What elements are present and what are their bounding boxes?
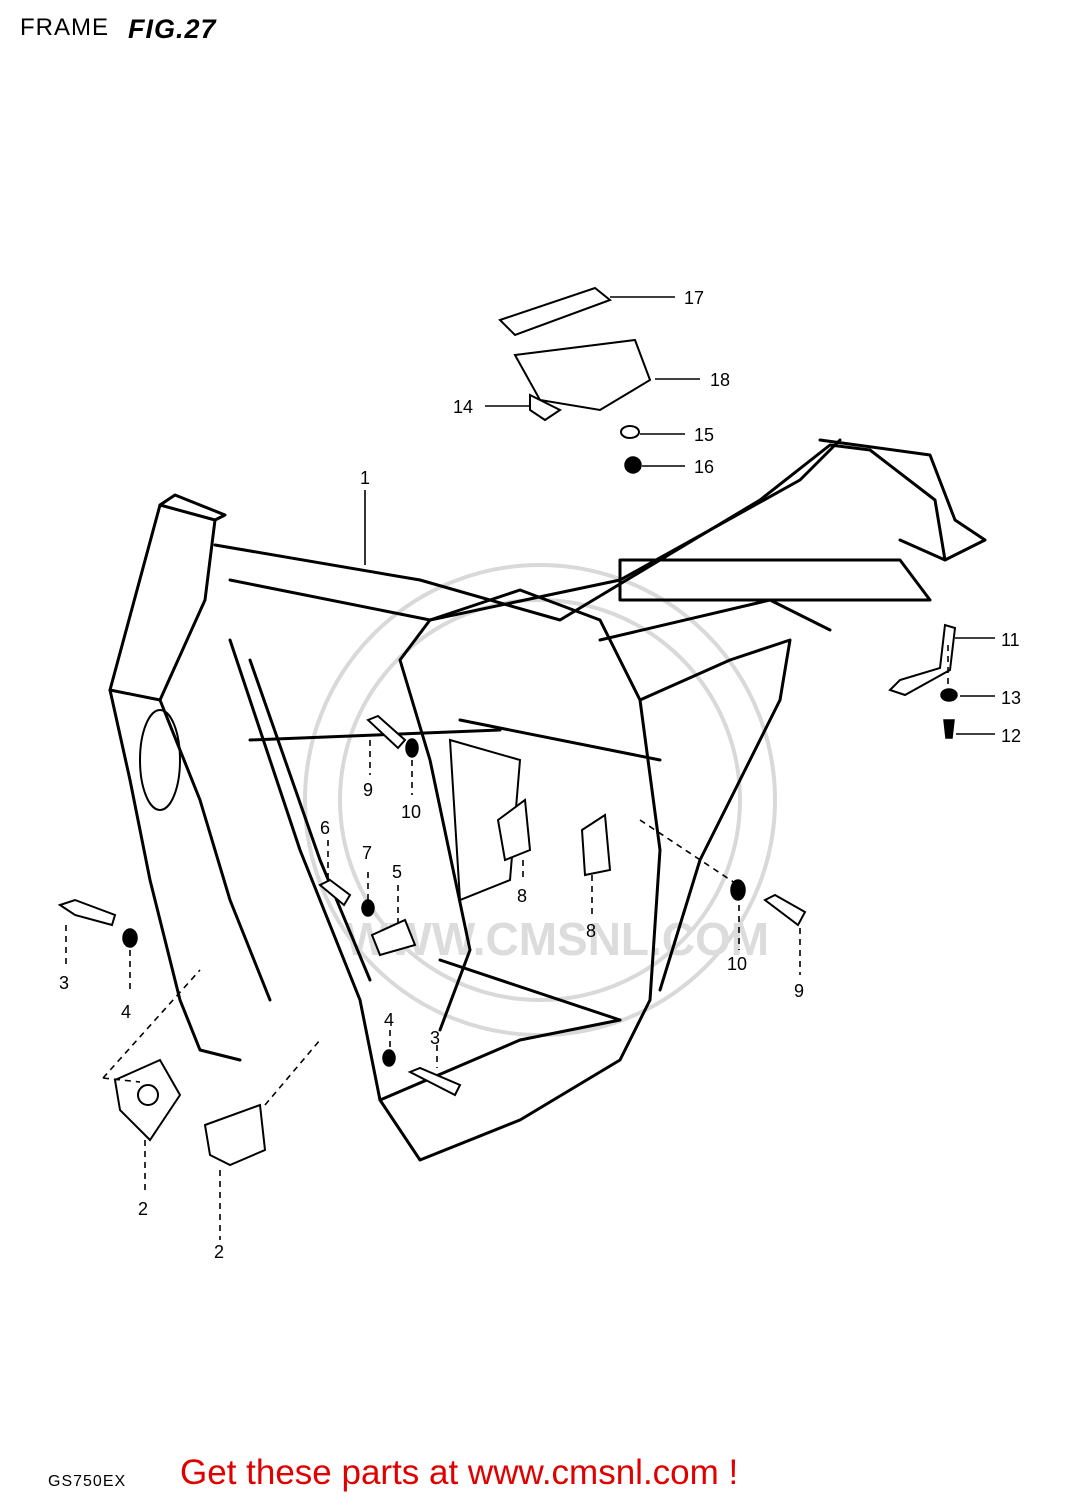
leader-lines: [65, 296, 995, 1240]
callout-3a: 3: [59, 973, 69, 993]
part-15-washer: [620, 425, 640, 439]
side-parts: [57, 623, 958, 1167]
battery-parts: [498, 286, 652, 474]
callout-16: 16: [694, 457, 714, 477]
part-8-plate-b: [580, 813, 612, 877]
part-3-bolt-left: [57, 898, 117, 927]
part-3-bolt-lower: [407, 1066, 462, 1097]
section-title: FRAME: [20, 14, 109, 41]
figure-number: FIG.27: [128, 14, 217, 44]
callout-14: 14: [453, 397, 473, 417]
callout-10a: 10: [401, 802, 421, 822]
part-10-nut-right: [730, 879, 746, 901]
part-2-plate-a: [113, 1058, 182, 1142]
callout-8a: 8: [517, 886, 527, 906]
callout-2b: 2: [214, 1242, 224, 1262]
part-9-bolt-upper: [366, 714, 407, 750]
callout-8b: 8: [586, 921, 596, 941]
frame-body: [108, 438, 987, 1162]
callout-labels: 1 2 2 3 3 4 4 5 6 7 8 8 9 9 10 10 11 12 …: [59, 288, 1021, 1262]
part-9-bolt-right: [763, 893, 807, 927]
part-8-plate-a: [496, 798, 532, 862]
part-5-plate: [370, 918, 417, 957]
callout-12: 12: [1001, 726, 1021, 746]
part-14-bracket: [529, 393, 562, 422]
callout-7: 7: [362, 843, 372, 863]
part-4-nut-left: [122, 928, 138, 948]
callout-6: 6: [320, 818, 330, 838]
part-16-nut: [624, 456, 642, 474]
watermark-text: WWW.CMSNL.COM: [345, 913, 769, 965]
callout-3b: 3: [430, 1028, 440, 1048]
part-6-bolt: [318, 878, 352, 907]
callout-9a: 9: [363, 780, 373, 800]
callout-1: 1: [360, 468, 370, 488]
callout-9b: 9: [794, 981, 804, 1001]
part-13-nut: [940, 688, 958, 702]
part-12-bolt: [943, 719, 955, 739]
part-11-bracket: [888, 623, 957, 697]
callout-4a: 4: [121, 1002, 131, 1022]
part-18-cover: [513, 338, 652, 412]
part-2-plate-b: [203, 1103, 267, 1167]
callout-10b: 10: [727, 954, 747, 974]
model-code: GS750EX: [48, 1473, 127, 1490]
part-4-nut-lower: [382, 1049, 396, 1067]
callout-18: 18: [710, 370, 730, 390]
callout-13: 13: [1001, 688, 1021, 708]
part-17-strap: [498, 286, 613, 337]
callout-4b: 4: [384, 1010, 394, 1030]
part-7-nut: [361, 899, 375, 917]
callout-5: 5: [392, 862, 402, 882]
part-10-nut-upper: [405, 738, 419, 758]
promo-link[interactable]: Get these parts at www.cmsnl.com !: [180, 1453, 739, 1492]
callout-11: 11: [1001, 630, 1020, 650]
callout-15: 15: [694, 425, 714, 445]
watermark: WWW.CMSNL.COM: [303, 563, 777, 1037]
callout-17: 17: [684, 288, 704, 308]
callout-2a: 2: [138, 1199, 148, 1219]
